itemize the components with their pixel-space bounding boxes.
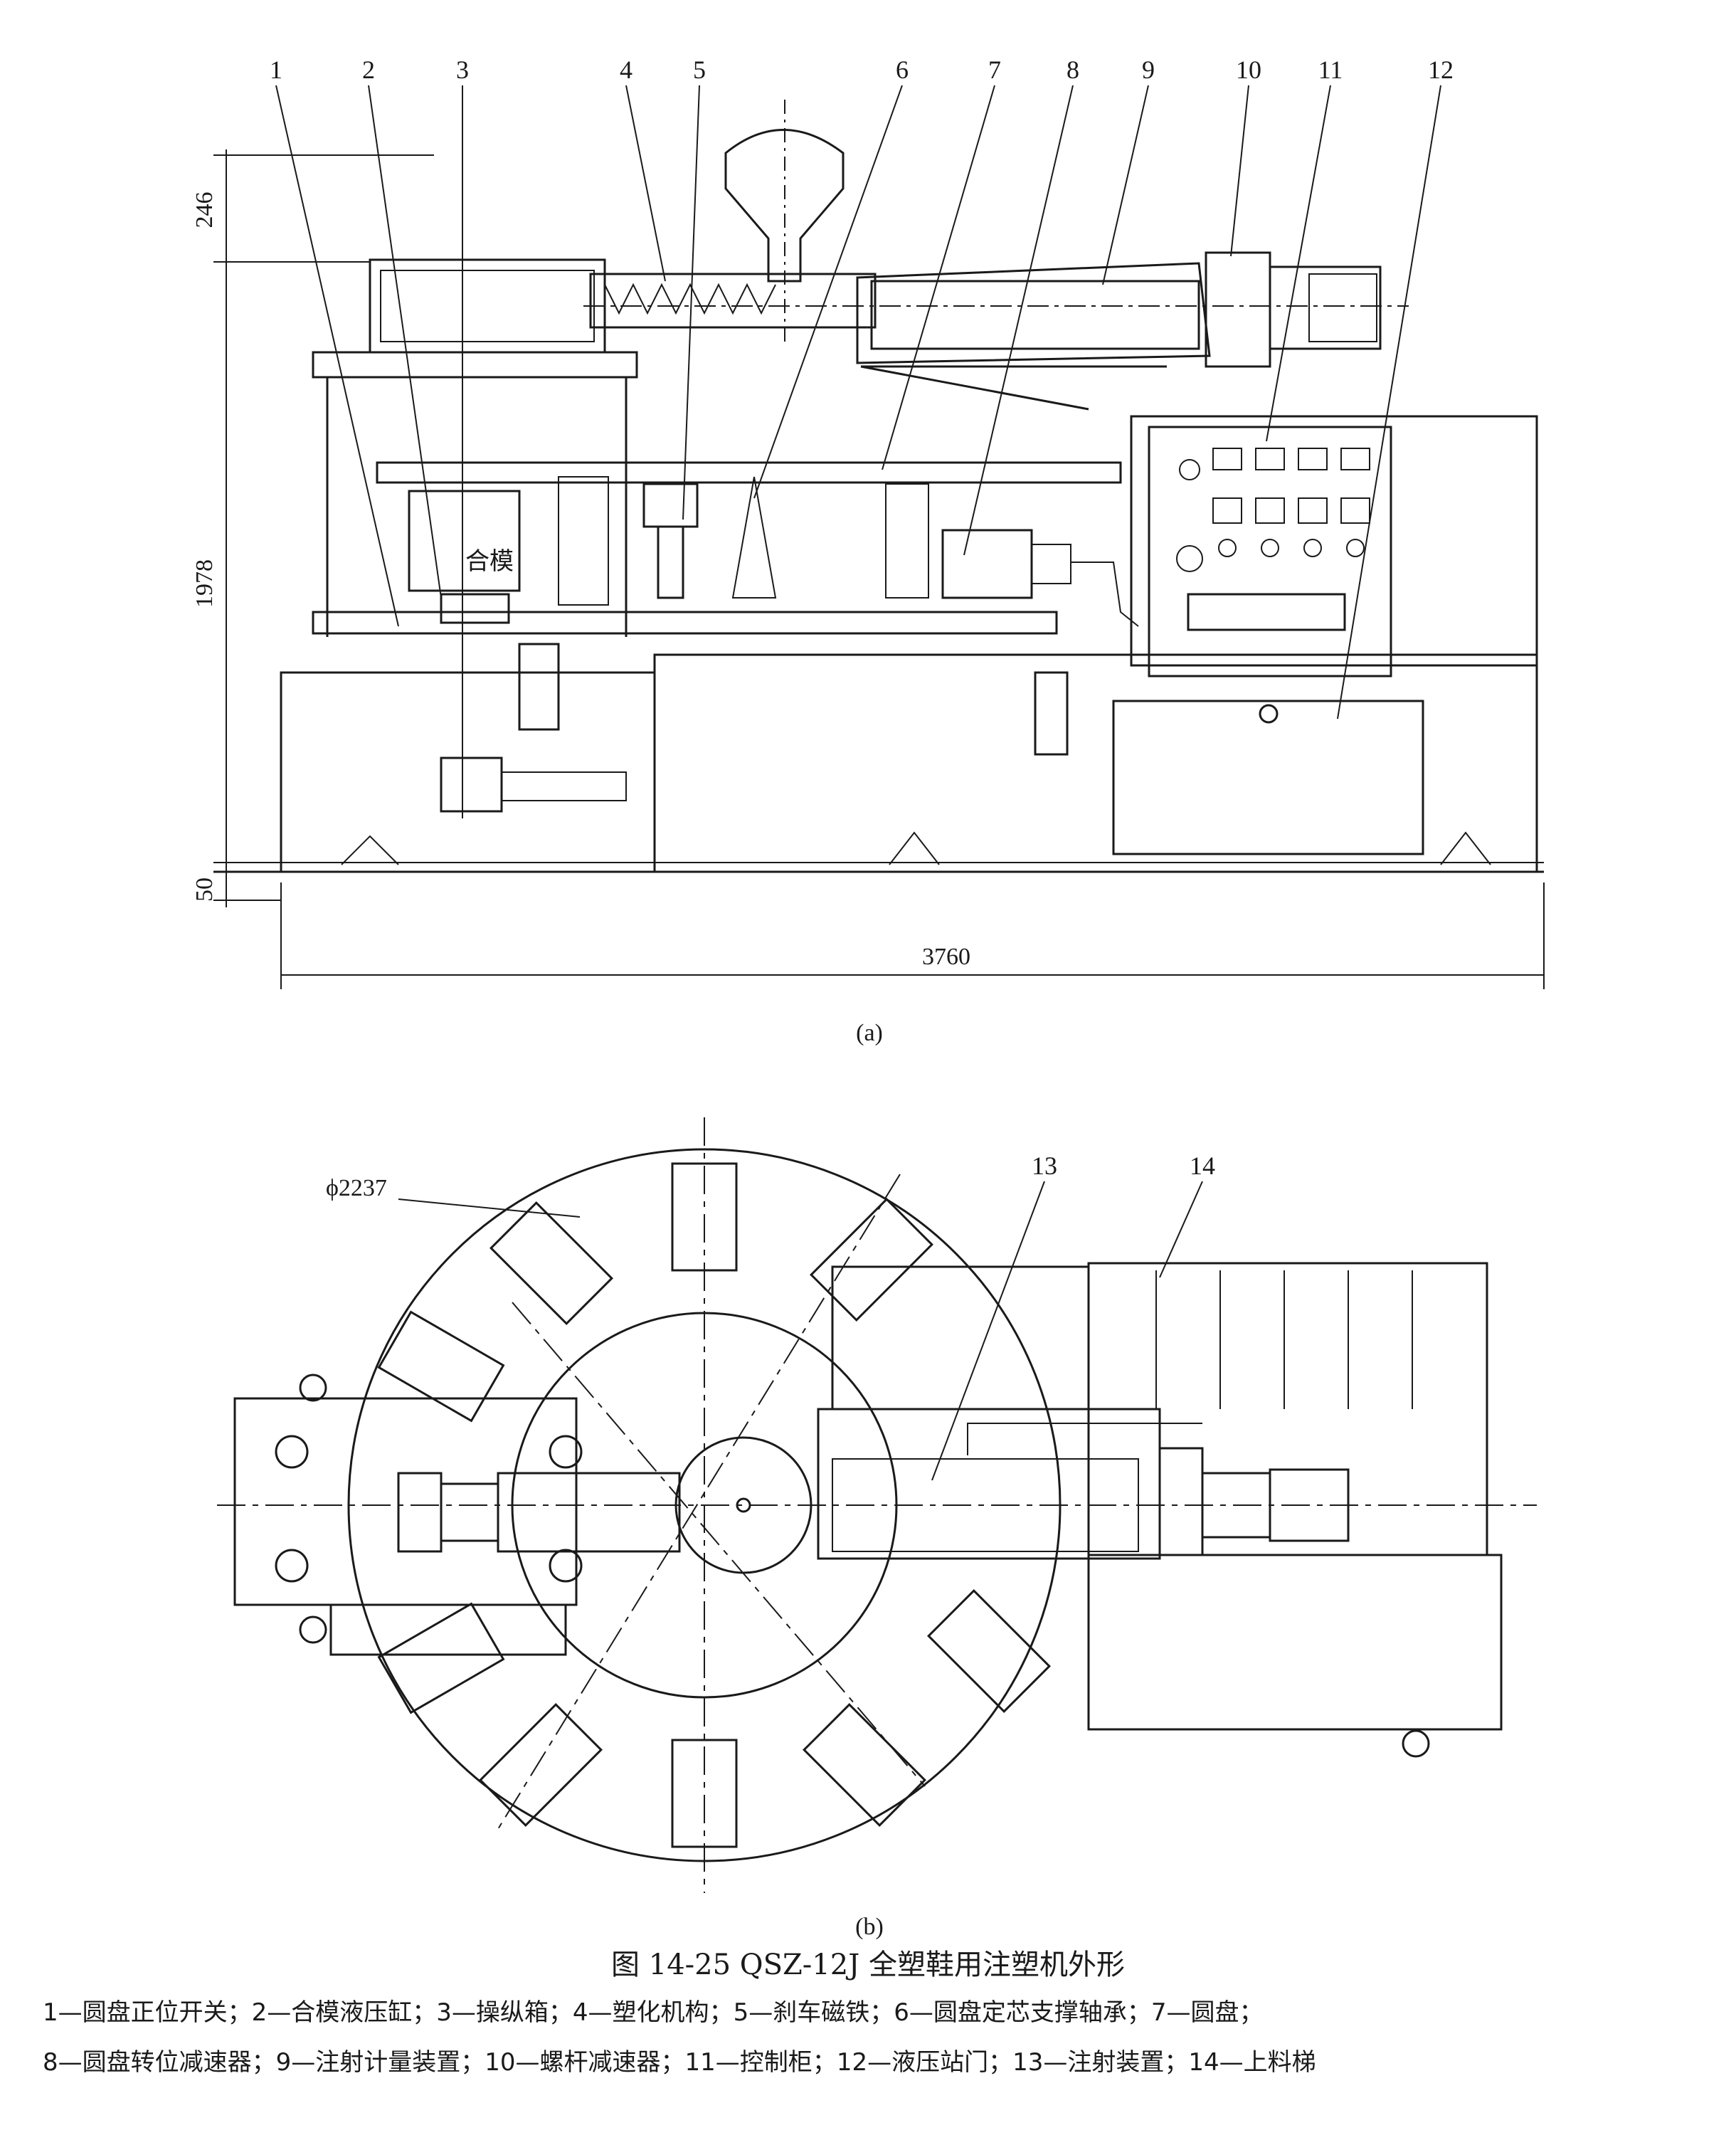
legend-item: 3—操纵箱； (436, 1998, 573, 2027)
diameter-label: ϕ2237 (326, 1175, 387, 1201)
legend-item: 6—圆盘定芯支撑轴承； (894, 1998, 1151, 2027)
part-7: 7 (988, 56, 1001, 84)
part-10: 10 (1236, 56, 1261, 84)
dim-246: 246 (191, 192, 218, 228)
control-box (369, 258, 606, 354)
screw-reducer (1205, 251, 1271, 368)
part-2: 2 (362, 56, 375, 84)
part-1: 1 (270, 56, 282, 84)
legend-item: 11—控制柜； (684, 2048, 837, 2077)
side-view (213, 85, 1545, 989)
legend-item: 13—注射装置； (1012, 2048, 1189, 2077)
legend-item: 8—圆盘转位减速器； (43, 2048, 276, 2077)
plasticizing-barrel (589, 273, 877, 329)
part-13: 13 (1032, 1151, 1057, 1180)
part-3: 3 (456, 56, 469, 84)
legend-line-2: 8—圆盘转位减速器；9—注射计量装置；10—螺杆减速器；11—控制柜；12—液压… (43, 2042, 1708, 2077)
part-12: 12 (1428, 56, 1454, 84)
part-5: 5 (693, 56, 706, 84)
base-right (653, 653, 1538, 873)
hydraulic-door (1112, 700, 1424, 855)
legend-item: 2—合模液压缸； (251, 1998, 437, 2027)
disc-reducer (941, 529, 1033, 599)
legend-item: 4—塑化机构； (572, 1998, 734, 2027)
injection-unit (817, 1408, 1161, 1560)
legend-item: 9—注射计量装置； (275, 2048, 485, 2077)
hopper (724, 129, 845, 283)
figure-caption: 图 14-25 QSZ-12J 全塑鞋用注塑机外形 (611, 1949, 1125, 1981)
part-11: 11 (1318, 56, 1343, 84)
control-cabinet (1130, 415, 1538, 667)
disc (376, 461, 1122, 484)
legend-item: 12—液压站门； (836, 2048, 1013, 2077)
part-6: 6 (896, 56, 909, 84)
injection-metering (856, 262, 1211, 364)
top-view (217, 1117, 1537, 1893)
part-4: 4 (620, 56, 633, 84)
clamp-label: 合模 (465, 547, 514, 576)
part-14: 14 (1190, 1151, 1215, 1180)
part-8: 8 (1067, 56, 1079, 84)
sublabel-a: (a) (856, 1020, 883, 1046)
part-numbers-a: 1 2 3 4 5 6 7 8 9 10 11 12 (270, 56, 1454, 84)
sublabel-b: (b) (855, 1914, 884, 1940)
legend-item: 5—刹车磁铁； (733, 1998, 894, 2027)
legend-item: 7—圆盘； (1150, 1998, 1264, 2027)
legend-item: 10—螺杆减速器； (485, 2048, 685, 2077)
part-9: 9 (1142, 56, 1155, 84)
dim-3760: 3760 (922, 944, 970, 970)
legend-line-1: 1—圆盘正位开关；2—合模液压缸；3—操纵箱；4—塑化机构；5—刹车磁铁；6—圆… (43, 1993, 1708, 2028)
legend-item: 1—圆盘正位开关； (43, 1998, 252, 2027)
legend-item: 14—上料梯 (1188, 2048, 1316, 2077)
dim-1978: 1978 (191, 559, 218, 608)
dim-50: 50 (191, 877, 218, 902)
